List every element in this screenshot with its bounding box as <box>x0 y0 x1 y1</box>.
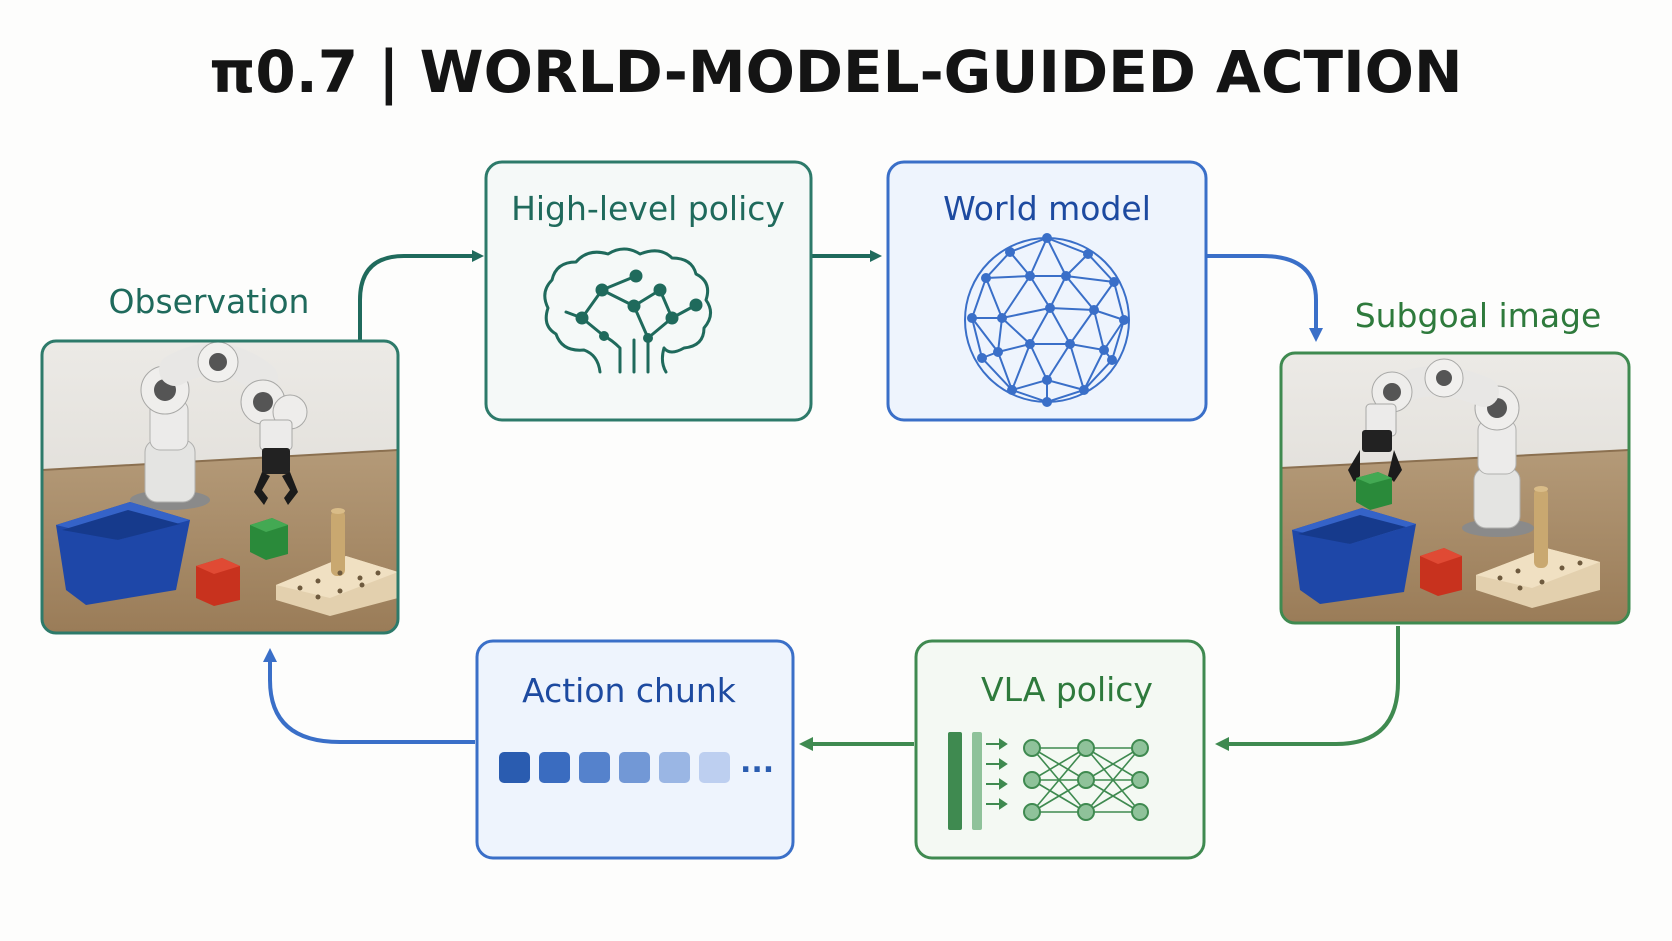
action-token <box>539 752 570 783</box>
geodesic-sphere-icon <box>964 233 1130 407</box>
brain-nodes <box>575 269 703 343</box>
action-token <box>499 752 530 783</box>
neural-network-icon <box>948 732 1149 830</box>
action-token <box>699 752 730 783</box>
high-level-policy-box <box>484 160 813 422</box>
action-token <box>659 752 690 783</box>
vla-policy-node: VLA policy <box>914 639 1206 860</box>
action-chunk-ellipsis: ... <box>740 745 774 780</box>
subgoal-image-frame <box>1279 351 1631 625</box>
action-chunk-box <box>475 639 795 860</box>
arrow-observation-to-high-level-policy <box>358 250 484 340</box>
action-chunk-node: Action chunk ... <box>475 639 795 860</box>
arrow-action-chunk-to-observation <box>263 648 475 744</box>
world-model-node: World model <box>886 160 1208 422</box>
arrow-subgoal-image-to-vla-policy <box>1215 626 1400 751</box>
action-chunk-label: Action chunk <box>522 671 737 710</box>
connectors <box>263 250 1400 751</box>
high-level-policy-label: High-level policy <box>511 189 785 228</box>
arrow-world-model-to-subgoal-image <box>1207 254 1323 342</box>
action-token <box>619 752 650 783</box>
token-squares-icon <box>499 752 730 783</box>
action-token <box>579 752 610 783</box>
high-level-policy-node: High-level policy <box>484 160 813 422</box>
page-title: π0.7 | WORLD-MODEL-GUIDED ACTION <box>209 38 1462 106</box>
observation-label: Observation <box>109 282 310 321</box>
observation-image <box>42 341 398 633</box>
world-model-box <box>886 160 1208 422</box>
vla-policy-label: VLA policy <box>981 670 1153 709</box>
observation-node: Observation <box>40 282 400 635</box>
subgoal-image-node: Subgoal image <box>1279 296 1631 625</box>
subgoal-image <box>1281 353 1629 623</box>
subgoal-image-label: Subgoal image <box>1355 296 1602 335</box>
world-model-label: World model <box>943 189 1151 228</box>
observation-frame <box>40 339 400 635</box>
